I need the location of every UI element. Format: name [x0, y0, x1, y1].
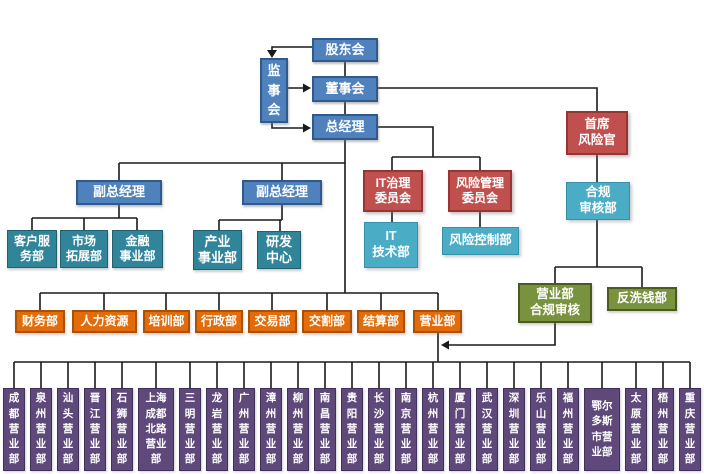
- branch-office-chongqing: 重 庆 营 业 部: [679, 388, 701, 471]
- node-sales-dept: 营业部: [413, 310, 462, 333]
- branch-office-changsha: 长 沙 营 业 部: [368, 388, 390, 471]
- node-deputy-gm-1: 副总经理: [76, 180, 162, 205]
- node-general-manager: 总经理: [312, 114, 378, 140]
- node-risk-management-committee: 风险管理 委员会: [448, 170, 512, 212]
- branch-office-wuhan: 武 汉 营 业 部: [476, 388, 498, 471]
- arrow-left-to-sales-line: [441, 340, 449, 350]
- node-board-of-directors: 董事会: [312, 76, 378, 102]
- branch-office-jinjiang: 晋 江 营 业 部: [84, 388, 106, 471]
- node-trading-dept: 交易部: [248, 310, 297, 333]
- branch-office-liuzhou: 柳 州 营 业 部: [287, 388, 309, 471]
- branch-office-fuzhou: 福 州 营 业 部: [557, 388, 579, 471]
- node-compliance-audit-dept: 合规 审核部: [566, 182, 630, 220]
- node-admin-dept: 行政部: [195, 310, 243, 333]
- arrow-down-to-supervisory: [267, 50, 277, 58]
- branch-office-guangzhou: 广 州 营 业 部: [233, 388, 255, 471]
- arrow-right-to-gm: [303, 123, 311, 133]
- branch-office-longyan: 龙 岩 营 业 部: [206, 388, 228, 471]
- branch-office-wuzhou: 梧 州 营 业 部: [652, 388, 674, 471]
- node-deputy-gm-2: 副总经理: [242, 180, 322, 205]
- branch-office-quanzhou: 泉 州 营 业 部: [30, 388, 52, 471]
- branch-office-sanming: 三 明 营 业 部: [179, 388, 201, 471]
- node-it-technology-dept: IT 技术部: [364, 222, 418, 268]
- branch-office-hangzhou: 杭 州 营 业 部: [422, 388, 444, 471]
- node-training-dept: 培训部: [143, 310, 190, 333]
- branch-office-nanjing: 南 京 营 业 部: [395, 388, 417, 471]
- node-risk-control-dept: 风险控制部: [442, 227, 519, 255]
- branch-office-guiyang: 贵 阳 营 业 部: [341, 388, 363, 471]
- node-finance-dept: 财务部: [15, 310, 65, 333]
- node-finance-business-dept: 金融 事业部: [112, 230, 163, 268]
- branch-office-nanchang: 南 昌 营 业 部: [314, 388, 336, 471]
- node-shareholders-meeting: 股东会: [312, 38, 378, 62]
- branch-office-chengdu: 成 都 营 业 部: [3, 388, 25, 471]
- node-it-governance-committee: IT治理 委员会: [363, 170, 423, 212]
- branch-office-xiamen: 厦 门 营 业 部: [449, 388, 471, 471]
- branch-office-ordos: 鄂尔 多斯 市营 业部: [584, 388, 620, 471]
- node-anti-money-laundering-dept: 反洗钱部: [607, 287, 677, 311]
- node-settlement-dept: 结算部: [357, 310, 405, 333]
- branch-office-zhangzhou: 漳 州 营 业 部: [260, 388, 282, 471]
- node-market-expansion-dept: 市场 拓展部: [60, 230, 108, 268]
- arrow-right-to-board: [303, 83, 311, 93]
- node-rd-center: 研发 中心: [257, 231, 301, 269]
- node-industry-business-dept: 产业 事业部: [193, 230, 242, 270]
- branch-office-shantou: 汕 头 营 业 部: [57, 388, 79, 471]
- node-hr-dept: 人力资源: [72, 310, 137, 333]
- branch-office-shanghai-chengdu-north-road: 上海 成都 北路 营业 部: [138, 388, 174, 471]
- node-customer-service-dept: 客户服 务部: [7, 230, 57, 268]
- branch-office-taiyuan: 太 原 营 业 部: [625, 388, 647, 471]
- branch-office-leshan: 乐 山 营 业 部: [530, 388, 552, 471]
- branch-office-shishi: 石 狮 营 业 部: [111, 388, 133, 471]
- node-sales-compliance-audit: 营业部 合规审核: [518, 283, 592, 323]
- branch-office-shenzhen: 深 圳 营 业 部: [503, 388, 525, 471]
- node-chief-risk-officer: 首席 风险官: [566, 111, 628, 155]
- node-delivery-dept: 交割部: [302, 310, 352, 333]
- node-supervisory-board: 监 事 会: [260, 58, 288, 123]
